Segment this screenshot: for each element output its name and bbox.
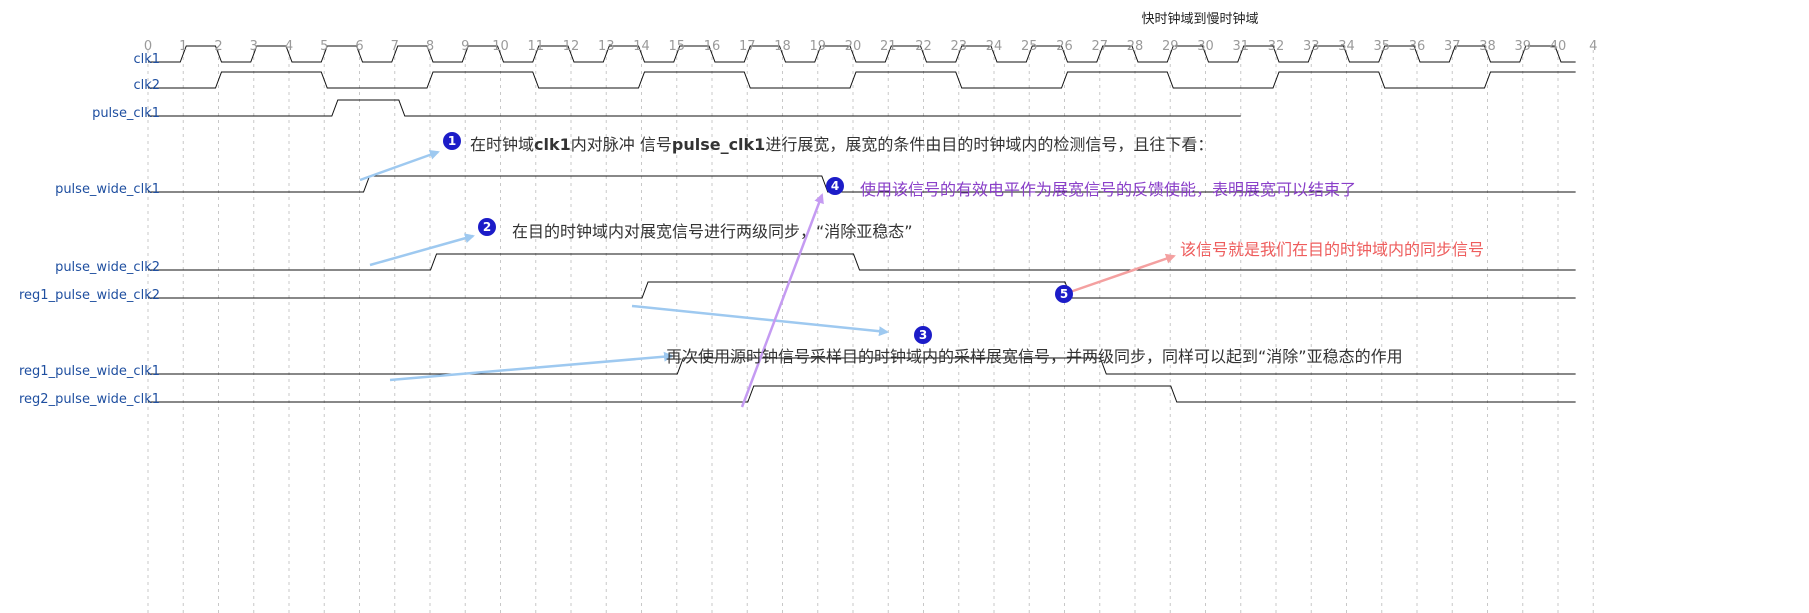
waveform-reg1_pulse_wide_clk1 bbox=[148, 357, 1576, 375]
tick-label-21: 21 bbox=[879, 39, 897, 54]
tick-label-18: 18 bbox=[774, 39, 791, 54]
note-5: 该信号就是我们在目的时钟域内的同步信号 bbox=[1180, 240, 1485, 259]
tick-label-34: 34 bbox=[1338, 39, 1355, 54]
tick-label-2: 2 bbox=[214, 39, 223, 54]
waveform-clk2 bbox=[148, 71, 1576, 89]
tick-label-9: 9 bbox=[461, 39, 470, 54]
waveform-pulse_wide_clk1 bbox=[148, 175, 1576, 193]
signal-label-reg1_pulse_wide_clk2: reg1_pulse_wide_clk2 bbox=[18, 288, 160, 303]
tick-label-33: 33 bbox=[1302, 39, 1320, 54]
tick-label-8: 8 bbox=[425, 39, 435, 54]
note-1-bold-2: pulse_clk1 bbox=[671, 135, 766, 154]
signal-label-pulse_clk1: pulse_clk1 bbox=[92, 106, 160, 121]
tick-label-28: 28 bbox=[1126, 39, 1144, 54]
tick-label-12: 12 bbox=[562, 39, 580, 54]
note-5-badge: 5 bbox=[1055, 285, 1073, 303]
note-4: 使用该信号的有效电平作为展宽信号的反馈使能，表明展宽可以结束了 bbox=[860, 180, 1357, 199]
note-1: 在时钟域clk1内对脉冲 信号pulse_clk1进行展宽，展宽的条件由目的时钟… bbox=[470, 131, 1213, 155]
tick-label-20: 20 bbox=[844, 39, 862, 54]
arrow-note-4 bbox=[740, 193, 824, 408]
arrow-note-1 bbox=[359, 149, 440, 182]
tick-label-22: 22 bbox=[915, 39, 932, 54]
tick-label-30: 30 bbox=[1197, 39, 1214, 54]
tick-label-3: 3 bbox=[249, 39, 258, 54]
tick-label-29: 29 bbox=[1161, 39, 1179, 54]
note-1-mid: 内对脉冲 信号 bbox=[570, 135, 672, 154]
tick-label-39: 39 bbox=[1514, 39, 1532, 54]
tick-label-1: 1 bbox=[179, 39, 188, 54]
tick-label-36: 36 bbox=[1408, 39, 1426, 54]
tick-label-19: 19 bbox=[809, 39, 827, 54]
tick-label-7: 7 bbox=[390, 39, 399, 54]
signal-label-pulse_wide_clk1: pulse_wide_clk1 bbox=[55, 182, 160, 197]
note-2-badge: 2 bbox=[478, 218, 496, 236]
note-3-badge: 3 bbox=[914, 326, 932, 344]
signal-label-clk2: clk2 bbox=[133, 78, 160, 93]
diagram-title: 快时钟域到慢时钟域 bbox=[1141, 12, 1259, 27]
tick-label-40: 40 bbox=[1549, 39, 1567, 54]
tick-label-35: 35 bbox=[1373, 39, 1391, 54]
tick-label-4: 4 bbox=[284, 39, 294, 54]
signal-label-clk1: clk1 bbox=[133, 52, 160, 67]
tick-label-15: 15 bbox=[668, 39, 686, 54]
tick-label-23: 23 bbox=[950, 39, 968, 54]
note-4-badge: 4 bbox=[826, 177, 844, 195]
note-2: 在目的时钟域内对展宽信号进行两级同步，“消除亚稳态” bbox=[512, 222, 913, 241]
tick-label-41: 4 bbox=[1589, 39, 1598, 54]
arrow-note-3-a bbox=[631, 304, 889, 337]
waveform-reg2_pulse_wide_clk1 bbox=[148, 385, 1576, 403]
signal-label-reg1_pulse_wide_clk1: reg1_pulse_wide_clk1 bbox=[18, 364, 160, 379]
tick-label-38: 38 bbox=[1479, 39, 1496, 54]
arrow-note-3-b bbox=[389, 351, 674, 382]
tick-label-13: 13 bbox=[597, 39, 615, 54]
waveform-pulse_clk1 bbox=[148, 99, 1241, 117]
tick-label-17: 17 bbox=[738, 39, 756, 54]
note-1-pre: 在时钟域 bbox=[470, 135, 535, 154]
tick-label-0: 0 bbox=[143, 39, 153, 54]
tick-label-27: 27 bbox=[1091, 39, 1109, 54]
tick-label-11: 11 bbox=[527, 39, 545, 54]
tick-label-6: 6 bbox=[355, 39, 364, 54]
tick-label-10: 10 bbox=[492, 39, 509, 54]
tick-label-5: 5 bbox=[320, 39, 329, 54]
waveform-reg1_pulse_wide_clk2 bbox=[148, 281, 1576, 299]
tick-label-14: 14 bbox=[633, 39, 650, 54]
note-1-post: 进行展宽，展宽的条件由目的时钟域内的检测信号，且往下看： bbox=[765, 135, 1214, 154]
note-1-badge: 1 bbox=[443, 132, 461, 150]
waveform-clk1 bbox=[148, 45, 1576, 63]
tick-label-37: 37 bbox=[1443, 39, 1461, 54]
waveform-pulse_wide_clk2 bbox=[148, 253, 1576, 271]
tick-label-31: 31 bbox=[1232, 39, 1250, 54]
note-1-bold-1: clk1 bbox=[534, 135, 571, 154]
arrow-note-2 bbox=[369, 233, 475, 267]
tick-label-26: 26 bbox=[1056, 39, 1073, 54]
arrow-note-5 bbox=[1069, 253, 1176, 294]
tick-label-16: 16 bbox=[703, 39, 721, 54]
signal-label-pulse_wide_clk2: pulse_wide_clk2 bbox=[55, 260, 160, 275]
tick-label-25: 25 bbox=[1020, 39, 1038, 54]
signal-label-reg2_pulse_wide_clk1: reg2_pulse_wide_clk1 bbox=[18, 392, 160, 407]
tick-label-24: 24 bbox=[985, 39, 1003, 54]
tick-label-32: 32 bbox=[1267, 39, 1285, 54]
note-3: 再次使用源时钟信号采样目的时钟域内的采样展宽信号，并两级同步，同样可以起到“消除… bbox=[666, 347, 1403, 366]
